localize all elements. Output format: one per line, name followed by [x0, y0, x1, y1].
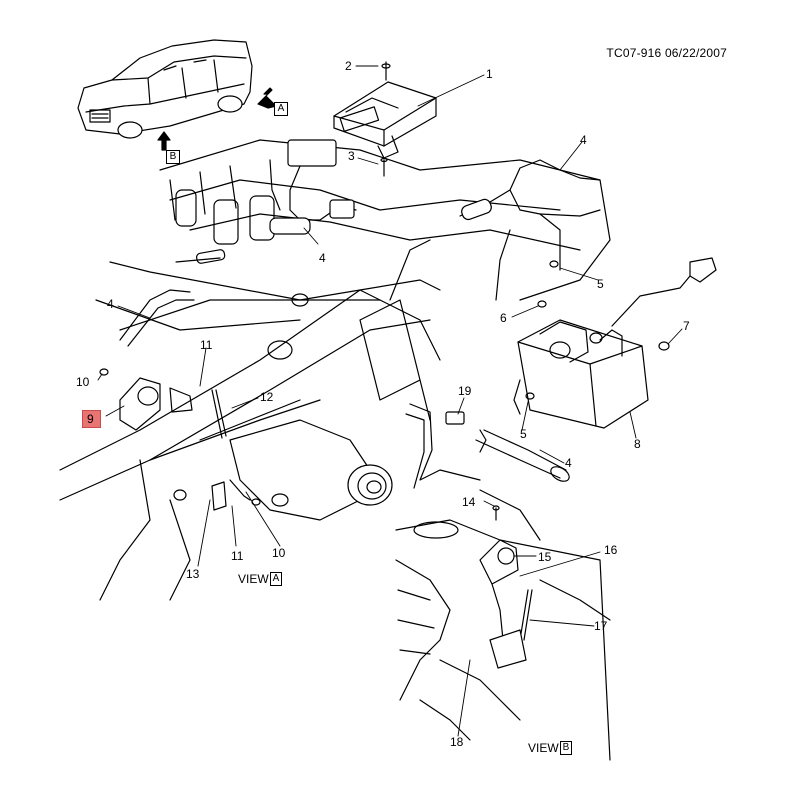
- harness-upper: [269, 139, 357, 235]
- callout-4-top-right: 4: [580, 133, 587, 147]
- callout-4-center: 4: [319, 251, 326, 265]
- view-a-label: VIEW A: [238, 572, 283, 586]
- view-arrow-a: [257, 87, 277, 109]
- callout-4-lower: 4: [565, 456, 572, 470]
- callout-12: 12: [260, 390, 274, 404]
- callout-1: 1: [486, 67, 493, 81]
- figure-date: 06/22/2007: [664, 46, 727, 60]
- callout-10-left: 10: [76, 375, 90, 389]
- view-b-details: [395, 505, 611, 761]
- callout-8: 8: [634, 437, 641, 451]
- callout-9-highlighted: 9: [82, 410, 101, 428]
- vehicle-thumbnail: [77, 39, 253, 139]
- callout-18: 18: [450, 735, 464, 749]
- callout-13: 13: [186, 567, 200, 581]
- lower-lines: [405, 403, 570, 541]
- callout-10-bottom: 10: [272, 546, 286, 560]
- view-arrow-b: [157, 131, 171, 151]
- view-a-details: [99, 368, 301, 511]
- callout-3: 3: [348, 149, 355, 163]
- callout-6: 6: [500, 311, 507, 325]
- callout-17: 17: [594, 619, 608, 633]
- callout-11-top: 11: [200, 338, 213, 352]
- callout-15: 15: [538, 550, 552, 564]
- control-module: [333, 61, 437, 159]
- bolt-3: [380, 157, 388, 177]
- callout-16: 16: [604, 543, 618, 557]
- callout-19: 19: [458, 384, 472, 398]
- left-lines: [119, 249, 226, 347]
- leader-lines: [97, 65, 683, 737]
- callout-5-lower: 5: [520, 427, 527, 441]
- callout-7: 7: [683, 319, 690, 333]
- view-b-label: VIEW B: [528, 741, 573, 755]
- callout-14: 14: [462, 495, 476, 509]
- view-arrow-b-letter: B: [166, 150, 180, 164]
- callout-5-upper: 5: [597, 277, 604, 291]
- callout-2: 2: [345, 59, 352, 73]
- view-b-letter: B: [559, 741, 573, 755]
- view-b-word: VIEW: [528, 741, 559, 755]
- harness-right: [459, 159, 601, 301]
- diagram-header: TC07-916 06/22/2007: [606, 46, 727, 60]
- view-arrow-a-letter: A: [274, 102, 288, 116]
- figure-code: TC07-916: [606, 46, 662, 60]
- view-a-word: VIEW: [238, 572, 269, 586]
- callout-11-bottom: 11: [231, 549, 244, 563]
- callout-4-left: 4: [107, 297, 114, 311]
- compressor-assembly: [513, 257, 717, 429]
- view-a-letter: A: [269, 572, 283, 586]
